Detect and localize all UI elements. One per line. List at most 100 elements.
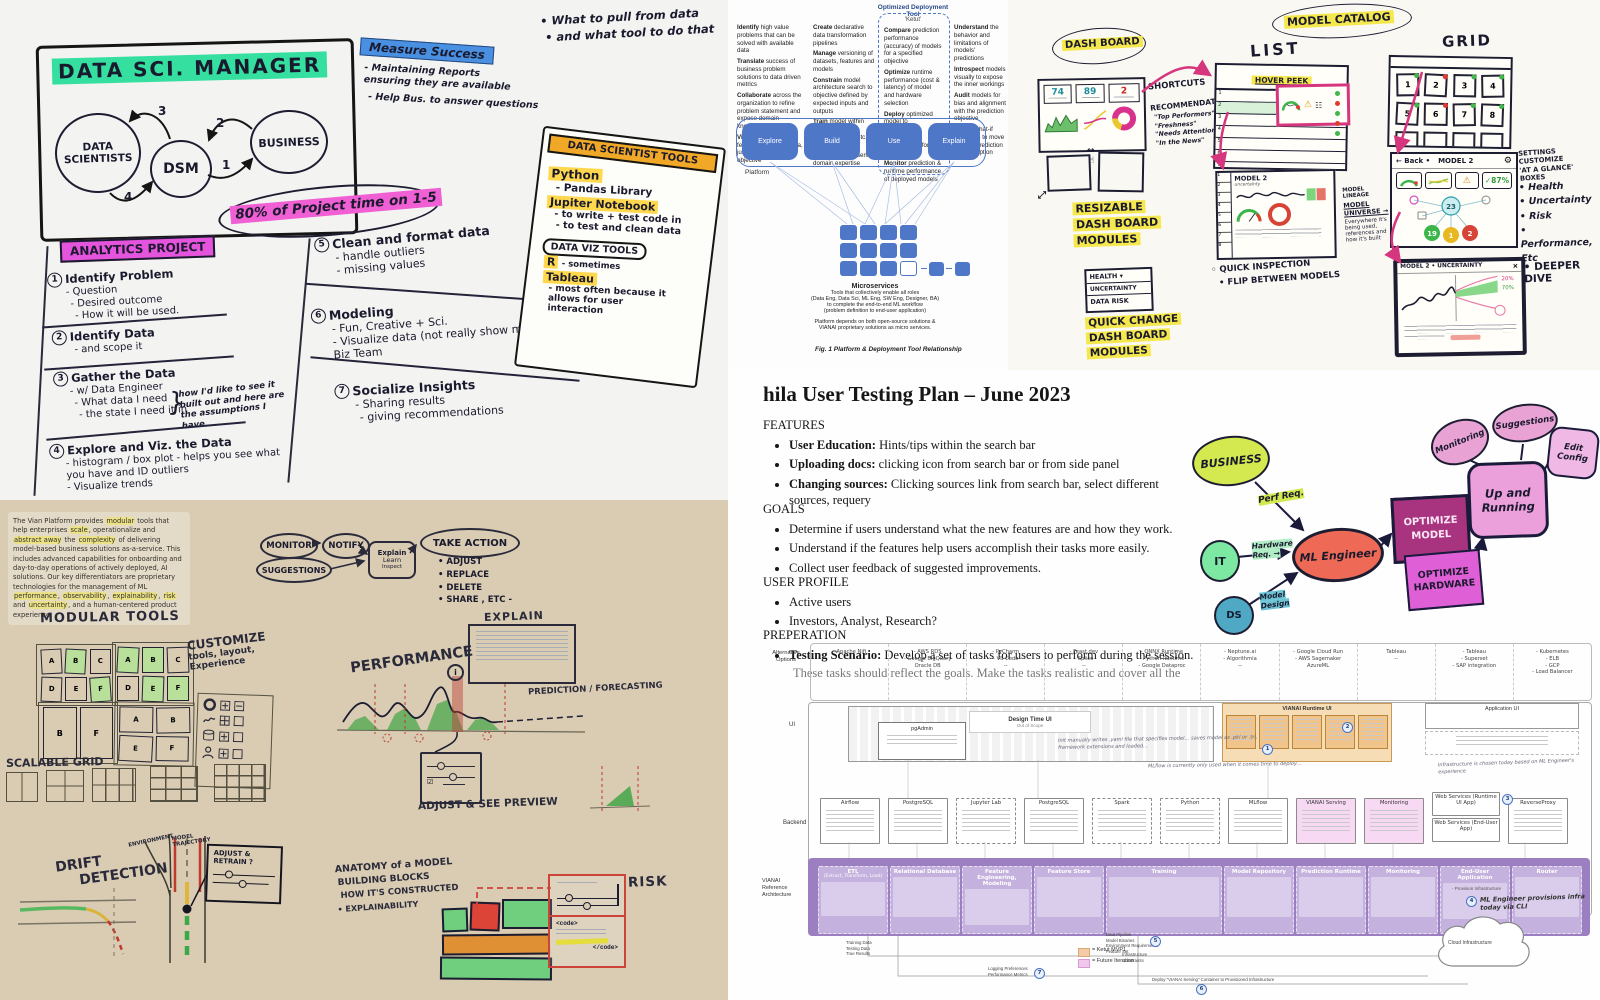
circled-4: 4 [1466,896,1477,907]
microservice-tile [880,243,897,258]
tool-python: Python [548,166,603,183]
pgadmin-text [887,735,957,747]
alt-col: - Kubernetes - ELB - GCP - Load Balancer [1512,644,1591,700]
explain-text-lines [476,631,568,661]
model-block-small-green [441,907,469,933]
preparation-section: PREPERATION Testing Scenario: Develop a … [763,628,1203,681]
platform-label: Platform [745,169,770,176]
circled-1: 1 [1262,744,1273,755]
model-block-orange-bar [441,933,551,956]
deploy-tool-title: Optimized Deployment Tool [877,4,949,18]
modular-tools-title: MODULAR TOOLS [39,608,180,627]
uncertainty-sparkline [1236,188,1326,201]
backend-box-spark: Spark [1092,798,1152,844]
external-tile-1 [929,262,944,276]
scalable-grid-title: SCALABLE GRID [5,755,104,770]
microservice-tile [840,261,857,276]
recommendations-list: "Top Performers""Freshness""Needs Attent… [1153,110,1220,147]
svg-text:23: 23 [1446,203,1456,211]
explain-title: EXPLAIN [483,608,545,625]
vianai-runtime-ui-label: VIANAI Runtime UI [1282,706,1332,712]
gauge-thumb [1281,101,1301,111]
grid-cell-1: 1 [1396,73,1420,97]
optimize-hardware-node: OPTIMIZE HARDWARE [1403,548,1485,612]
preview-thumb [589,766,651,812]
arrow-label-4: 4 [124,190,133,204]
ketut-label: 'Ketut' [904,17,922,23]
cloud-shape [1437,916,1530,967]
platform-buttons-container [736,118,986,167]
alt-col: Tableau -- [1356,644,1435,700]
monitor-node: MONITOR [260,533,318,559]
microservice-tile [840,225,857,240]
model-lineage-note: MODEL LINEAGE MODEL UNIVERSE → Everywher… [1342,186,1389,244]
vianai-reference-band: ETL(Extract, Transform, Load) Relational… [808,858,1590,936]
vian-paragraph: The Vian Platform provides modular tools… [8,512,190,626]
provision-note: - Provision Infrastructure [1452,886,1502,891]
cloud-label: Cloud Infrastructure [1448,940,1492,946]
design-time-ui-label: Design Time UI [1008,716,1052,723]
risk-slider [557,899,617,910]
microservice-tile [900,225,917,240]
backend-box-postgres-2: PostgreSQL [1024,798,1084,844]
model2-hover-card: 1 2 3 4 5 6 7 8 MODEL 2 uncertainty [1215,168,1337,261]
stage-relational-db: Relational Database [890,866,960,934]
analytics-header: ANALYTICS PROJECT [59,235,216,263]
scribble-lines [1235,228,1322,238]
up-and-running-node: Up and Running [1466,460,1550,540]
grid-cell-clipped [1395,131,1419,150]
circled-5: 5 [1150,936,1161,947]
slider-row [212,875,275,889]
risk-bar [616,884,619,906]
code-lines [556,929,606,937]
trend-widget [1425,172,1452,189]
backend-box-mlflow: MLflow [1228,798,1288,844]
grid-cell-6: 6 [1423,102,1448,126]
modular-grid-3: B F [38,702,118,764]
code-open-tag: <code> [556,920,578,927]
uncertainty-window-title: MODEL 2 • UNCERTAINTY [1400,262,1483,271]
explain-panel [468,624,576,684]
profile-item: Active users [789,594,1183,610]
goals-section: GOALS Determine if users understand what… [763,502,1183,579]
tile-dash-2 [946,268,952,269]
scalable-grid-3 [92,768,136,802]
resize-diagonal-icon: ⤢ [1038,190,1046,201]
arrow-label-2: 2 [216,116,225,130]
pgadmin-box: pgAdmin [878,722,966,760]
risk-text-line [557,882,597,886]
prep-item: Testing Scenario: Develop a set of tasks… [789,647,1203,663]
explain-button: Explain [928,123,980,160]
profile-item: Investors, Analyst, Research? [789,613,1183,629]
goal-item: Understand if the features help users ac… [789,540,1183,556]
risk-dashed-connector [476,887,551,908]
alt-options-label: Alternative Options [772,650,800,663]
platform-to-microservices-lines [769,161,955,225]
runtime-ui-module [1259,715,1289,749]
goal-item: Collect user feedback of suggested impro… [789,560,1183,576]
notify-node: NOTIFY [322,533,370,559]
alt-col: - AWS RDS - Google BigQuery Oracle DB -- [888,644,966,700]
dropdown-option-data-risk: DATA RISK [1090,296,1129,307]
microservice-tile [880,225,897,240]
alt-col: - Tableau - Superset - SAP integration [1434,644,1513,700]
scalable-grid-5 [214,764,266,802]
alt-col: - Google Cloud Run - AWS Sagemaker Azure… [1278,644,1357,700]
list-title: LIST [1249,38,1302,61]
alt-col: - ONNX Runtime - Python Runtime - Google… [1122,644,1200,700]
fig-caption: Fig. 1 Platform & Deployment Tool Relati… [815,346,962,353]
arrow-label-1: 1 [222,158,231,172]
hila-title: hila User Testing Plan – June 2023 [763,382,1071,406]
take-action-node: TAKE ACTION [420,528,520,558]
slider-row [427,767,475,781]
edit-config-node: Edit Config [1545,425,1600,481]
stat-card-models: 74 [1043,84,1073,104]
model-block-green-bar [439,956,553,981]
out-of-scope-label: Out of Scope [1016,722,1044,728]
grid-cell-7: 7 [1452,103,1476,127]
circled-2: 2 [1342,722,1353,733]
backend-box-web-runtime: Web Services (Runtime UI App) [1432,792,1500,816]
